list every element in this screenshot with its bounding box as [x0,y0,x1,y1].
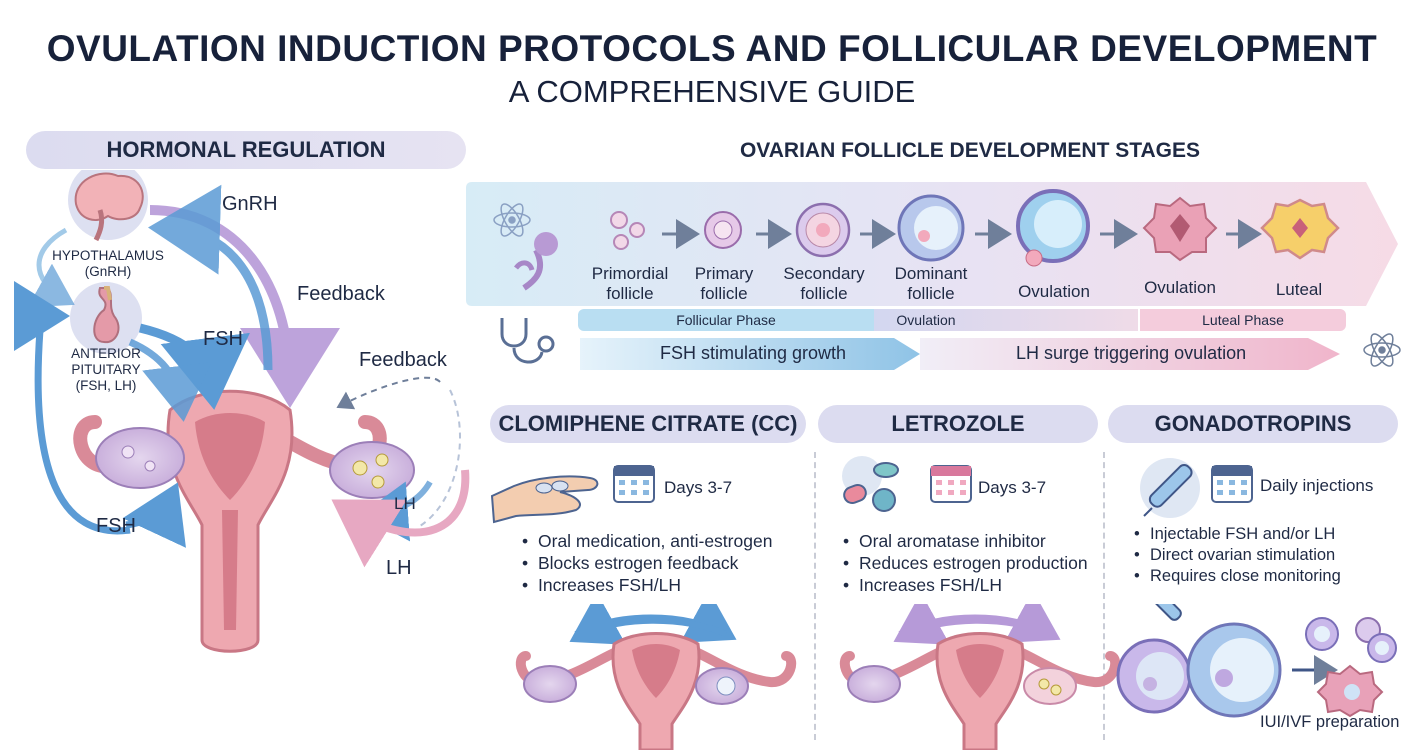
hormone-arrows [500,318,1401,370]
fsh-label-bottom: FSH [96,515,136,537]
calendar-icon-3 [1211,465,1253,503]
stage-label-luteal: Luteal [1275,280,1323,299]
list-item: Requires close monitoring [1134,566,1341,587]
hormonal-regulation-heading: HORMONAL REGULATION [26,131,466,169]
lh-surge-arrow [920,338,1340,370]
phase-bar-follicular: Follicular Phase [578,309,874,331]
clomiphene-bullets: Oral medication, anti-estrogen Blocks es… [522,530,772,596]
phase-bar-ovulation: Ovulation [874,309,1138,331]
list-item: Reduces estrogen production [843,552,1088,574]
right-ovary [329,441,415,499]
list-item: Injectable FSH and/or LH [1134,524,1341,545]
list-item: Direct ovarian stimulation [1134,545,1341,566]
drug-icons-row [490,456,1253,524]
clomiphene-schedule: Days 3-7 [664,478,733,497]
column-divider-2 [1103,452,1105,740]
corpus-hemorrhagicum-icon [1142,196,1218,262]
gonadotropins-heading: GONADOTROPINS [1108,405,1398,443]
stage-label-post-ovulation: Ovulation [1144,278,1216,297]
corpus-luteum-icon [1260,198,1340,260]
pituitary-icon [70,282,142,354]
iui-ivf-label: IUI/IVF preparation [1260,713,1400,731]
drug-illustrations [515,604,1397,750]
list-item: Increases FSH/LH [843,574,1088,596]
letrozole-uterus-illustration [839,604,1121,750]
page-title: OVULATION INDUCTION PROTOCOLS AND FOLLIC… [46,28,1378,69]
stethoscope-icon [500,318,555,364]
list-item: Oral medication, anti-estrogen [522,530,772,552]
gonadotropins-follicles-illustration [1116,604,1397,718]
syringe-icon [1140,604,1182,621]
calendar-icon [613,465,655,503]
feedback-label-right: Feedback [359,349,447,371]
fsh-arrow-bottom [13,281,131,535]
calendar-icon-2 [930,465,972,503]
atom-icon-right [1363,333,1401,367]
list-item: Blocks estrogen feedback [522,552,772,574]
follicle-stages-banner [466,182,1398,306]
letrozole-heading: LETROZOLE [818,405,1098,443]
hand-pills-icon [490,475,599,524]
gonadotropins-schedule: Daily injections [1260,476,1374,495]
feedback-label-top: Feedback [297,283,385,305]
brain-icon [68,170,148,242]
letrozole-schedule: Days 3-7 [978,478,1047,497]
list-item: Oral aromatase inhibitor [843,530,1088,552]
primary-follicle-icon [704,211,742,249]
phase-bar-luteal: Luteal Phase [1140,309,1346,331]
list-item: Increases FSH/LH [522,574,772,596]
gonadotropins-bullets: Injectable FSH and/or LH Direct ovarian … [1134,524,1341,587]
column-divider-1 [814,452,816,740]
pills-icon [842,456,899,512]
letrozole-bullets: Oral aromatase inhibitor Reduces estroge… [843,530,1088,596]
atom-icon [493,203,531,237]
clomiphene-uterus-illustration [515,604,797,750]
feedback-arrow-right [336,376,441,410]
secondary-follicle-icon [795,202,851,258]
left-ovary [95,427,185,489]
lh-surge-label: LH surge triggering ovulation [1016,343,1247,363]
page-subtitle: A COMPREHENSIVE GUIDE [508,74,916,109]
uterus-illustration [73,389,387,653]
fsh-label-top: FSH [203,328,243,350]
lh-small-label: LH [394,494,416,513]
injection-pen-icon [1140,458,1200,518]
dominant-follicle-icon [897,194,965,262]
stage-label-ovulation: Ovulation [1018,282,1090,301]
lh-label: LH [386,557,412,579]
hypothalamus-label: HYPOTHALAMUS(GnRH) [52,248,164,279]
follicle-stages-heading: OVARIAN FOLLICLE DEVELOPMENT STAGES [739,139,1201,162]
fallopian-icon [514,232,558,291]
hormonal-regulation-diagram [13,170,470,653]
lh-arrow [331,469,470,568]
clomiphene-heading: CLOMIPHENE CITRATE (CC) [490,405,806,443]
feedback-arrow-top [148,184,273,371]
primordial-follicle-icon [610,211,645,250]
fsh-growth-arrow [580,338,920,370]
fsh-growth-label: FSH stimulating growth [660,343,847,363]
ovulating-follicle-icon [1016,189,1090,267]
gnrh-label: GnRH [222,193,278,215]
